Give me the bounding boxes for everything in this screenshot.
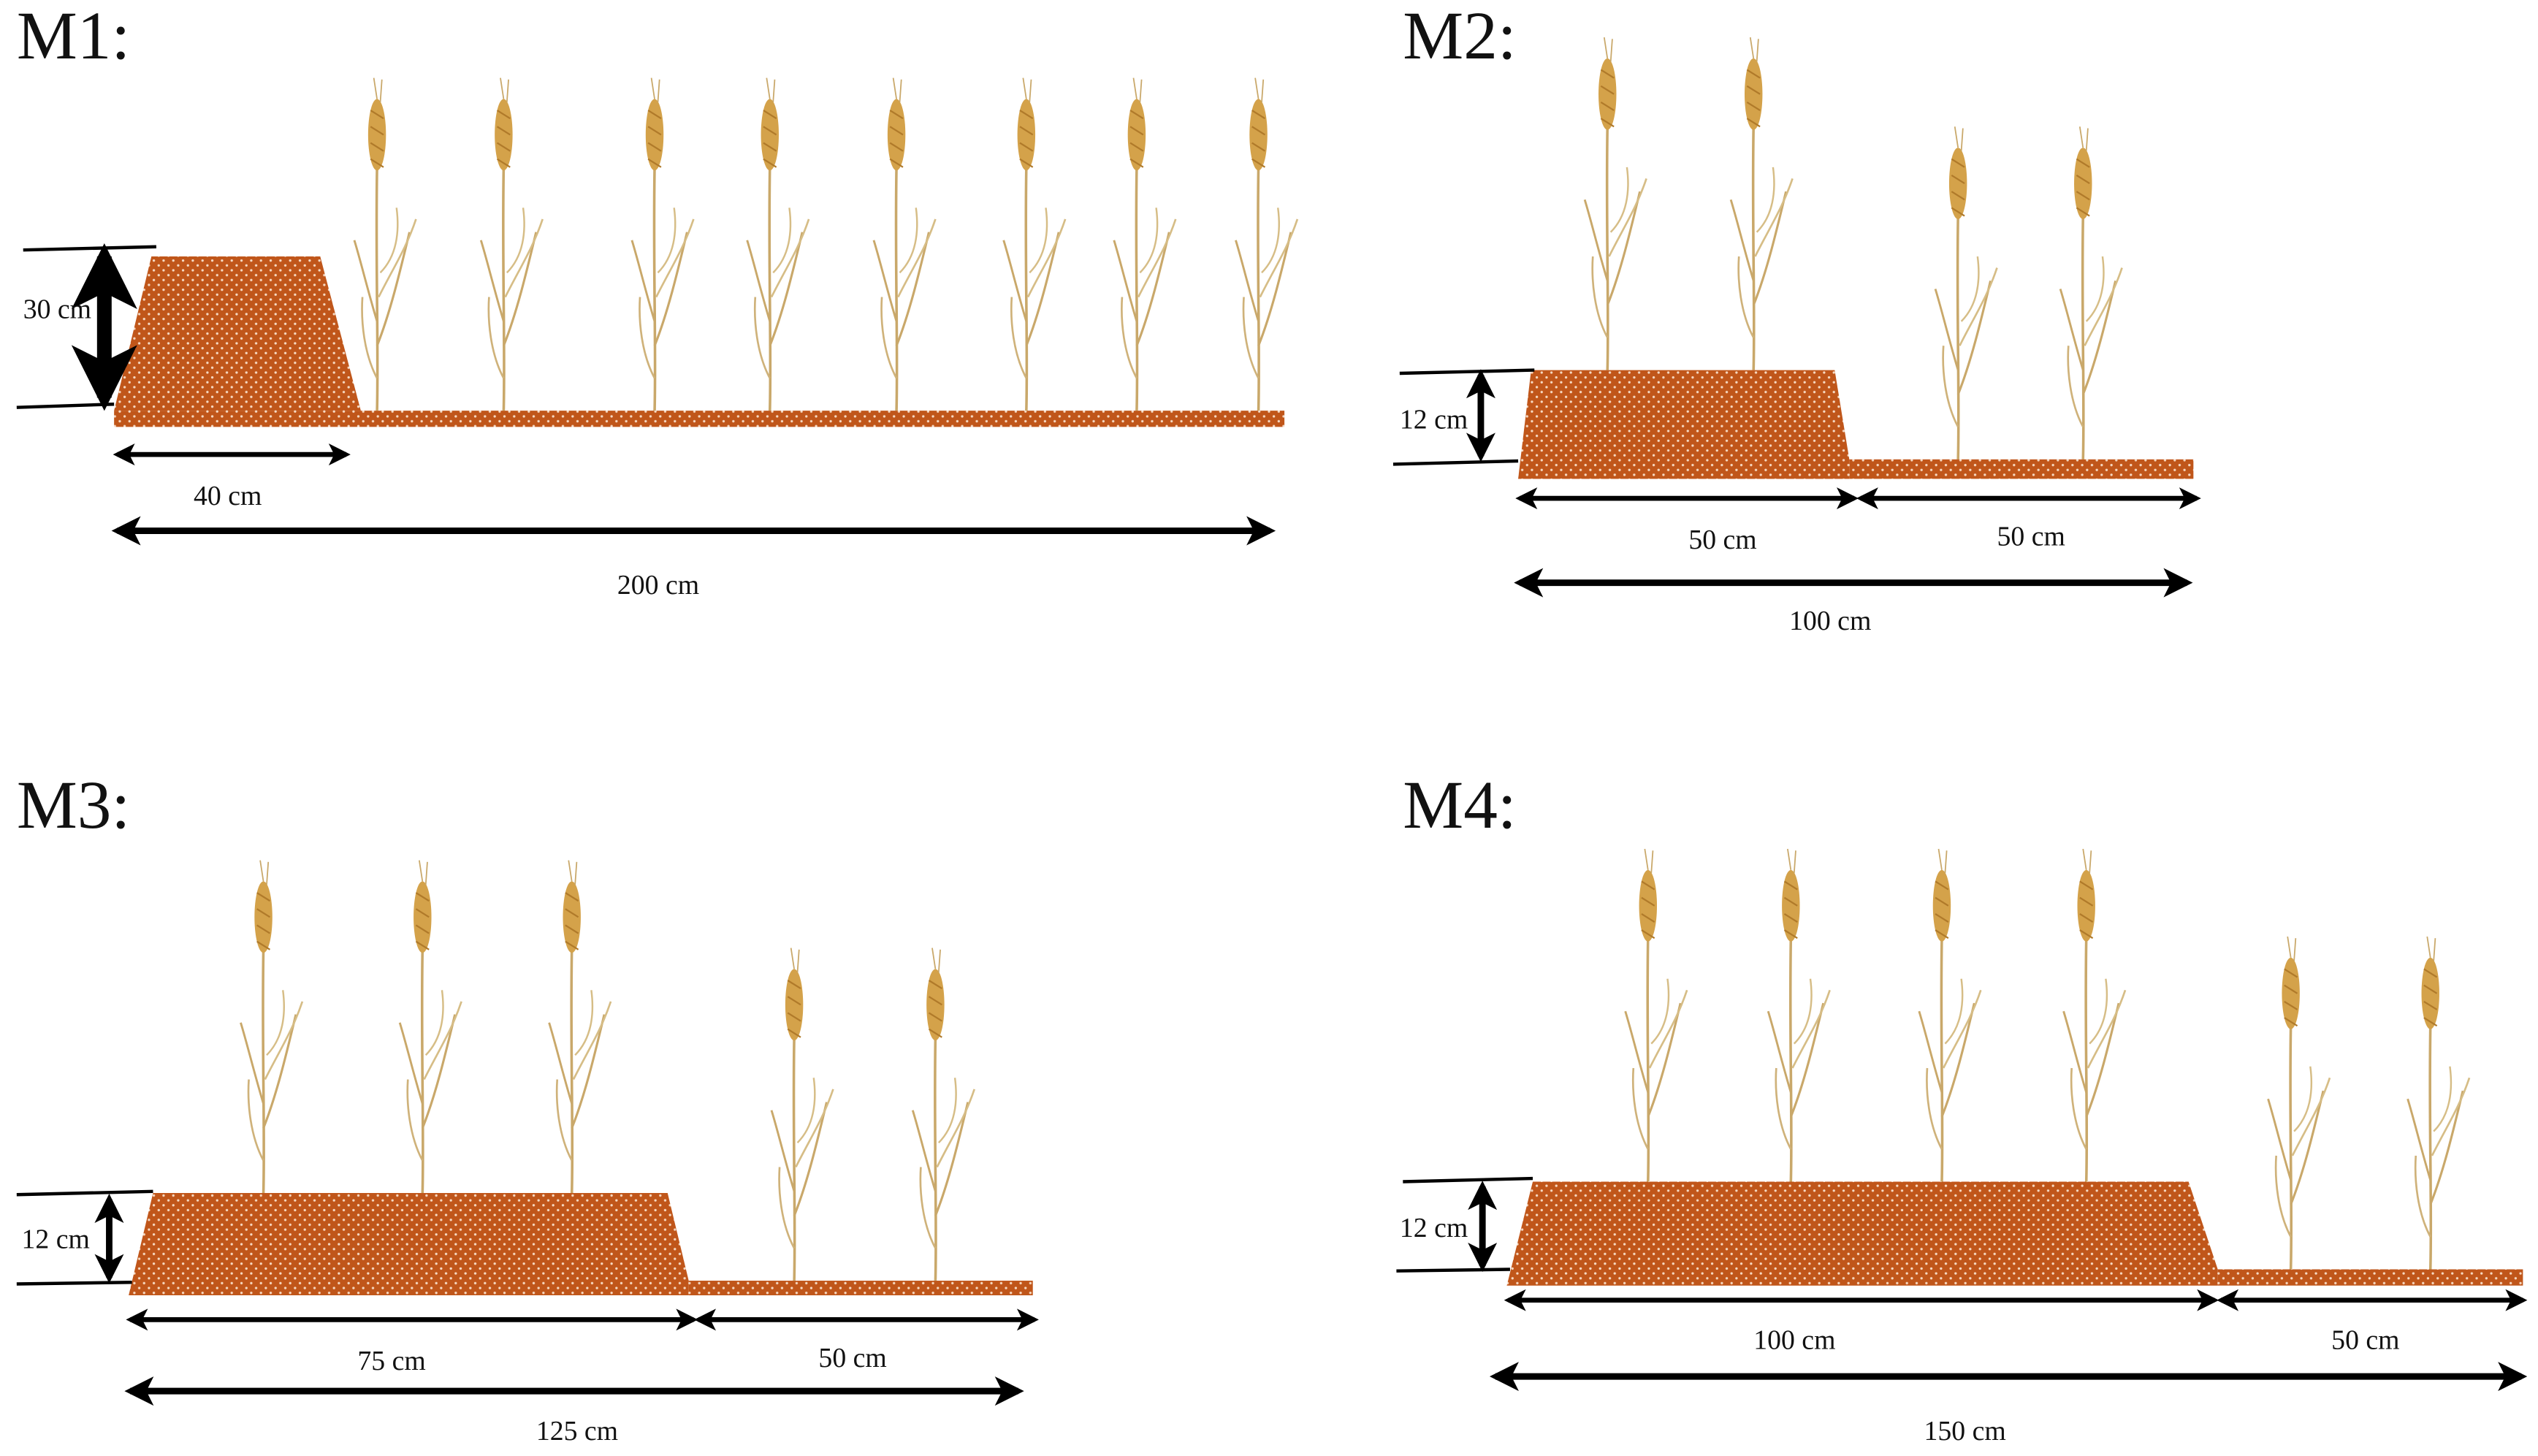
wheat-plant-icon <box>1002 76 1067 412</box>
wheat-plants <box>353 76 1299 412</box>
wheat-plant-icon <box>1934 125 1999 461</box>
wheat-plant-icon <box>770 946 835 1282</box>
wheat-plant-icon <box>1113 76 1178 412</box>
segment-label: 50 cm <box>818 1343 886 1373</box>
wheat-plant-icon <box>547 858 612 1194</box>
wheat-plant-icon <box>2266 935 2331 1271</box>
wheat-plant-icon <box>1623 847 1688 1184</box>
wheat-plant-icon <box>2062 847 2127 1184</box>
total-label: 100 cm <box>1789 606 1871 636</box>
raised-bed <box>1506 1181 2218 1286</box>
height-label: 12 cm <box>1400 405 1468 435</box>
segment-label: 50 cm <box>2331 1324 2399 1355</box>
reference-line <box>16 403 115 409</box>
total-label: 150 cm <box>1924 1416 2006 1447</box>
panel-title: M3: <box>17 768 131 843</box>
panel-m3: M3: 12 cm 75 cm 50 cm 125 cm <box>16 768 1039 1447</box>
wheat-plant-icon <box>911 946 976 1282</box>
total-label: 125 cm <box>536 1416 618 1447</box>
wheat-plant-icon <box>1729 36 1794 372</box>
wheat-plant-icon <box>1234 76 1299 412</box>
reference-line <box>16 1189 153 1197</box>
raised-bed <box>129 1193 689 1296</box>
raised-bed <box>1518 370 1850 479</box>
wheat-plant-icon <box>1767 847 1832 1184</box>
segment-label: 50 cm <box>1997 522 2065 552</box>
wheat-plant-icon <box>239 858 304 1194</box>
reference-line <box>16 1281 132 1286</box>
segment-label: 40 cm <box>194 481 262 511</box>
panel-title: M4: <box>1403 768 1517 843</box>
reference-line <box>1392 459 1519 466</box>
ground-strip <box>2217 1269 2523 1286</box>
reference-line <box>1396 1268 1510 1273</box>
raised-bed <box>114 256 361 411</box>
segment-label: 100 cm <box>1753 1324 1835 1355</box>
panel-m4: M4: 12 cm 100 cm 50 cm 150 cm <box>1396 768 2528 1447</box>
wheat-plant-icon <box>630 76 696 412</box>
ground-strip <box>688 1281 1033 1296</box>
wheat-plant-icon <box>872 76 937 412</box>
height-label: 12 cm <box>22 1224 90 1255</box>
total-label: 200 cm <box>617 570 699 601</box>
panel-m1: M1: 30 cm 40 cm 200 cm <box>16 0 1299 601</box>
reference-line <box>23 245 156 252</box>
wheat-plant-icon <box>745 76 810 412</box>
reference-line <box>1403 1176 1533 1184</box>
wheat-plant-icon <box>353 76 418 412</box>
panel-title: M1: <box>17 0 131 74</box>
wheat-plant-icon <box>398 858 463 1194</box>
wheat-plant-icon <box>479 76 544 412</box>
wheat-plant-icon <box>1583 36 1648 372</box>
ground-strip <box>114 411 1285 427</box>
reference-line <box>1399 368 1535 376</box>
segment-label: 75 cm <box>357 1346 425 1376</box>
wheat-plant-icon <box>1918 847 1983 1184</box>
height-label: 12 cm <box>1400 1213 1468 1243</box>
panel-title: M2: <box>1403 0 1517 74</box>
ground-strip <box>1849 459 2194 479</box>
wheat-plant-icon <box>2059 125 2124 461</box>
height-label: 30 cm <box>23 294 91 324</box>
segment-label: 50 cm <box>1688 525 1756 555</box>
panel-m2: M2: 12 cm 50 cm 50 cm 100 cm <box>1392 0 2201 636</box>
wheat-plant-icon <box>2406 935 2471 1271</box>
